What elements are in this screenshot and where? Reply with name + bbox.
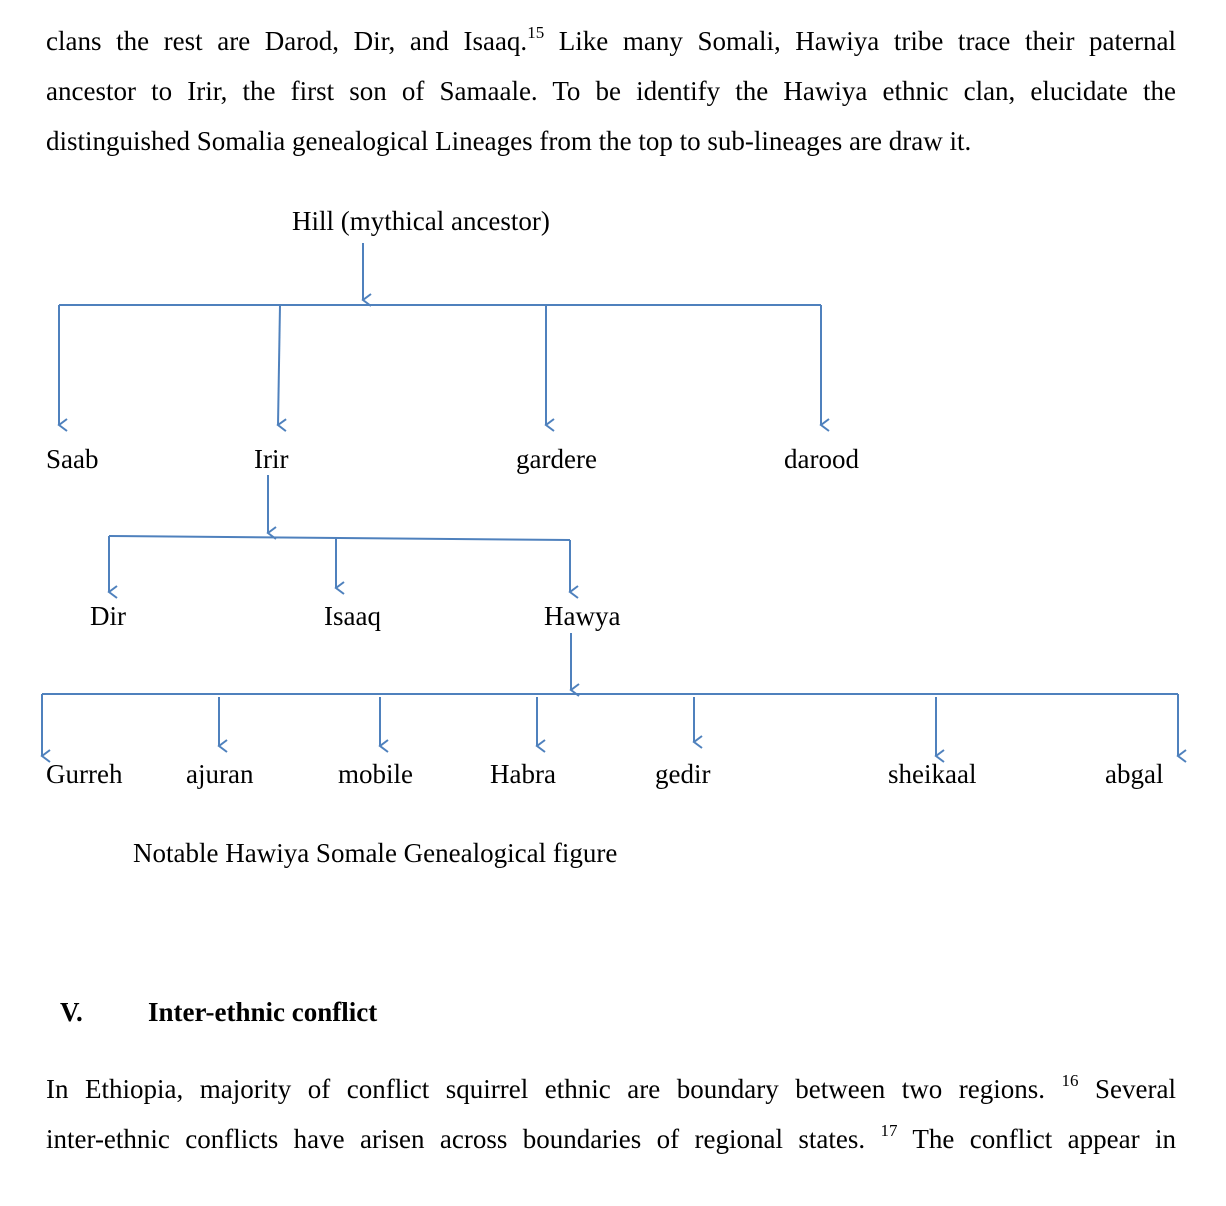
tree-node-mobile: mobile (338, 759, 413, 789)
tree-node-dir: Dir (90, 601, 126, 631)
intro-line-1-text-cont: Like many Somali, Hawiya tribe trace the… (544, 26, 1177, 56)
tree-node-root: Hill (mythical ancestor) (292, 206, 550, 236)
tree-node-hawya: Hawya (544, 601, 621, 631)
tree-node-irir: Irir (254, 444, 289, 474)
section-title: Inter-ethnic conflict (148, 997, 378, 1027)
footnote-ref-17[interactable]: 17 (880, 1121, 898, 1140)
tree-node-gurreh: Gurreh (46, 759, 123, 789)
body-line-2-text-cont: The conflict appear in (897, 1124, 1176, 1154)
section-number: V. (60, 997, 83, 1027)
body-line-1: In Ethiopia, majority of conflict squirr… (46, 1072, 1176, 1104)
body-line-1-text-cont: Several (1078, 1074, 1176, 1104)
body-line-2: inter-ethnic conflicts have arisen acros… (46, 1122, 1176, 1154)
intro-line-1-text: clans the rest are Darod, Dir, and Isaaq… (46, 26, 528, 56)
tree-node-gedir: gedir (655, 759, 711, 789)
tree-bar-level-2 (108, 535, 571, 541)
tree-node-ajuran: ajuran (186, 759, 254, 789)
body-line-2-text: inter-ethnic conflicts have arisen acros… (46, 1124, 866, 1154)
intro-line-1: clans the rest are Darod, Dir, and Isaaq… (46, 24, 1177, 56)
tree-node-habra: Habra (490, 759, 556, 789)
tree-node-abgal: abgal (1105, 759, 1164, 789)
figure-caption: Notable Hawiya Somale Genealogical figur… (133, 838, 618, 868)
footnote-ref-16[interactable]: 16 (1061, 1071, 1079, 1090)
tree-node-sheikaal: sheikaal (888, 759, 977, 789)
body-line-1-text: In Ethiopia, majority of conflict squirr… (46, 1074, 1045, 1104)
footnote-ref-15[interactable]: 15 (527, 23, 545, 42)
tree-node-darood: darood (784, 444, 859, 474)
tree-node-gardere: gardere (516, 444, 597, 474)
tree-node-isaaq: Isaaq (324, 601, 381, 631)
tree-node-saab: Saab (46, 444, 99, 474)
tree-arrow-irir (276, 304, 287, 432)
intro-line-3: distinguished Somalia genealogical Linea… (46, 126, 972, 156)
intro-line-2: ancestor to Irir, the first son of Samaa… (46, 76, 1176, 106)
